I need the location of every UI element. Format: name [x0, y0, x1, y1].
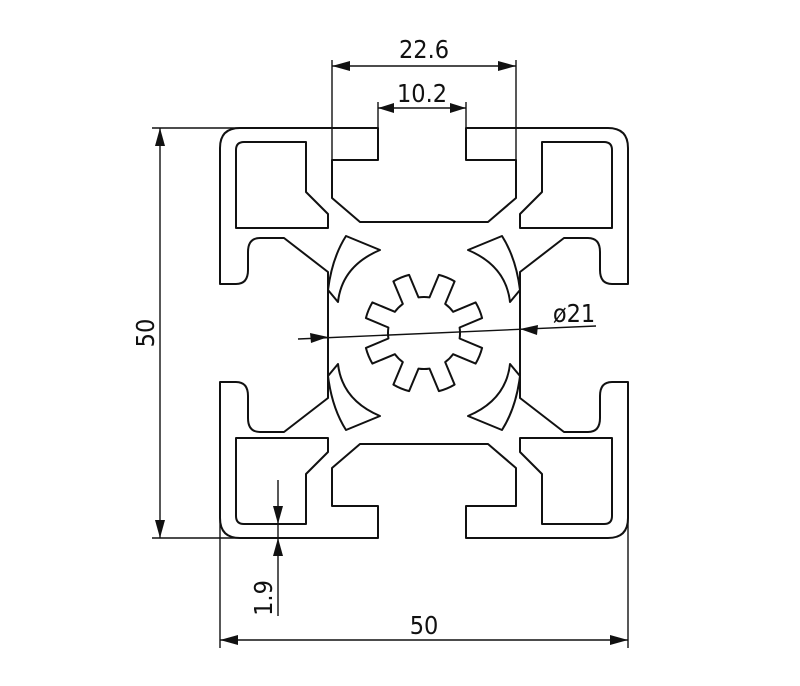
cavity-bottom-left: [235, 437, 329, 525]
dim-bore: ø21: [297, 299, 597, 343]
dim-slot-opening: 10.2: [377, 79, 467, 160]
web-bottom-right: [467, 363, 521, 431]
dim-width: 50: [219, 518, 629, 648]
web-cavities: [327, 235, 521, 431]
dim-slot-width-label: 22.6: [399, 35, 449, 64]
dim-bore-label: ø21: [553, 299, 595, 328]
outer-profile: [219, 127, 629, 539]
center-bore: [364, 273, 484, 393]
dim-width-label: 50: [410, 611, 439, 640]
dim-height-label: 50: [131, 319, 160, 348]
corner-cavities: [235, 141, 613, 525]
dim-height: 50: [131, 127, 240, 539]
web-bottom-left: [327, 363, 381, 431]
cavity-bottom-right: [519, 437, 613, 525]
dim-wall-label: 1.9: [249, 580, 278, 616]
cavity-top-right: [519, 141, 613, 229]
web-top-right: [467, 235, 521, 303]
cavity-top-left: [235, 141, 329, 229]
web-top-left: [327, 235, 381, 303]
dim-wall: 1.9: [249, 480, 283, 616]
dim-slot-opening-label: 10.2: [397, 79, 447, 108]
dim-slot-width: 22.6: [331, 35, 517, 160]
